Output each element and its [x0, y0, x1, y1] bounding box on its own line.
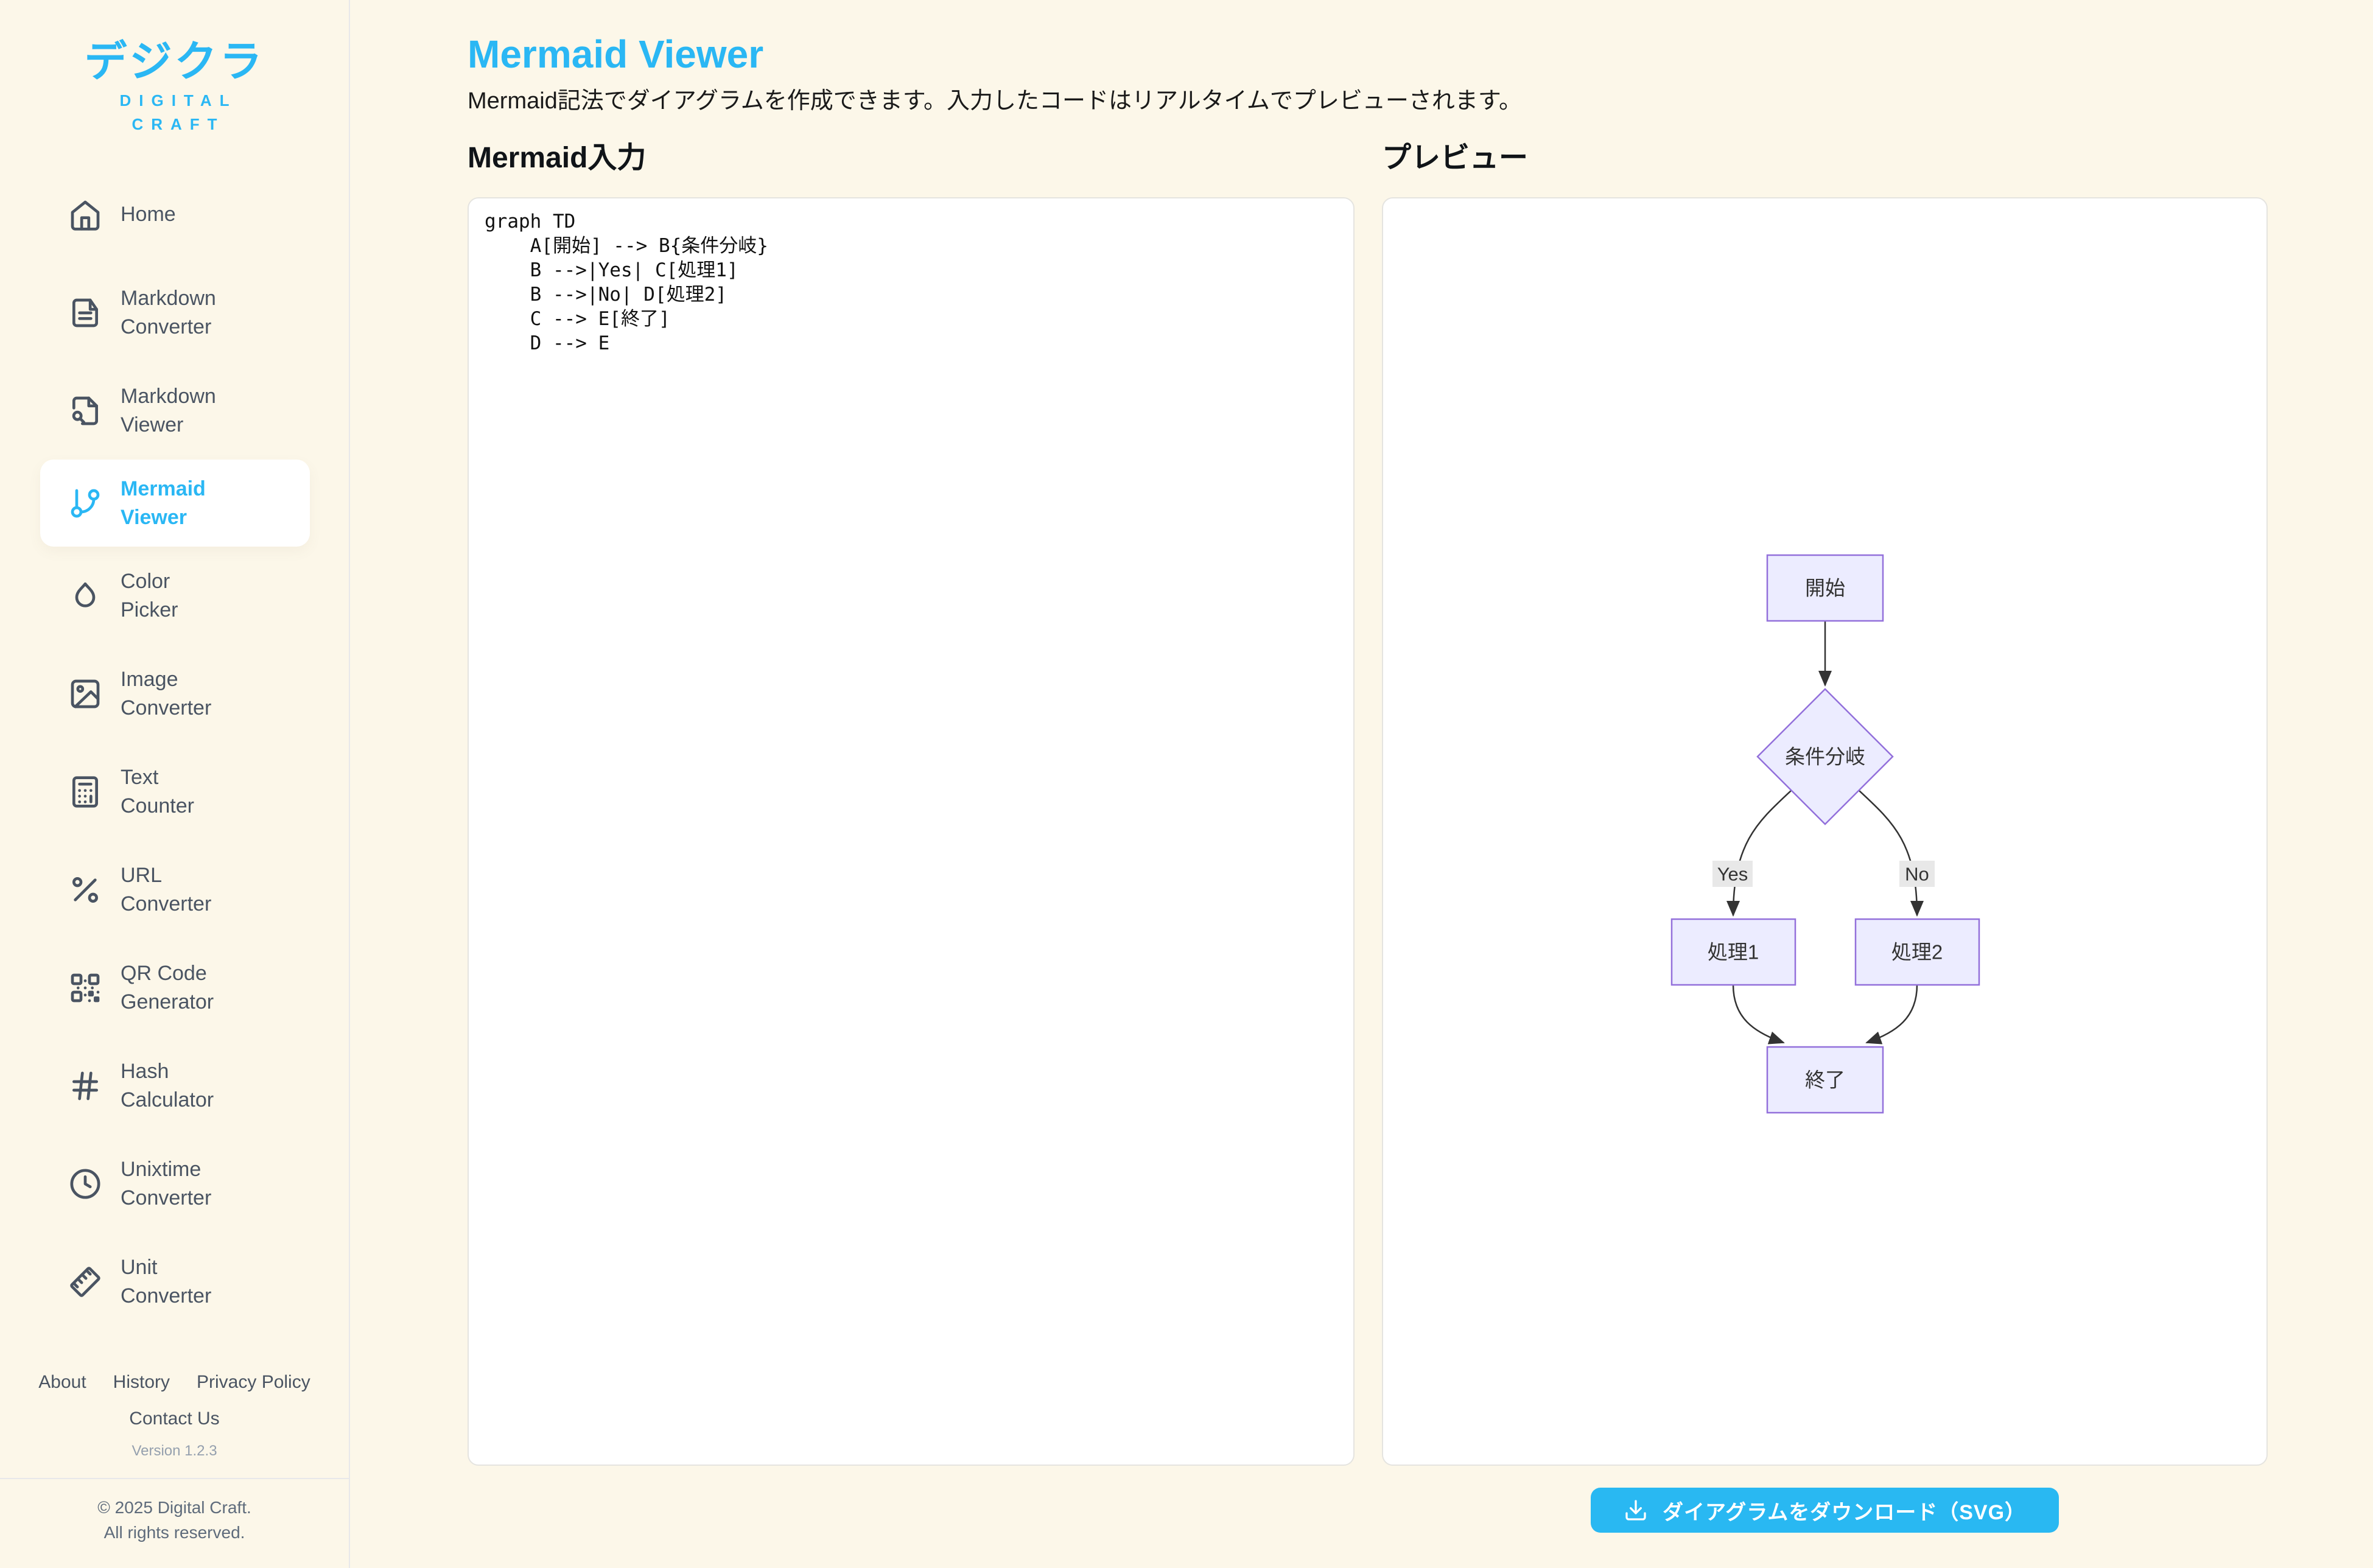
sidebar-item-home[interactable]: Home — [0, 166, 349, 264]
sidebar-item-image-converter[interactable]: Image Converter — [0, 645, 349, 743]
sidebar-item-mermaid-viewer[interactable]: Mermaid Viewer — [40, 460, 310, 547]
sidebar-item-label: Text Counter — [121, 765, 194, 817]
flowchart-node-E: 終了 — [1766, 1046, 1884, 1114]
sidebar-item-qr-code-generator[interactable]: QR Code Generator — [0, 939, 349, 1037]
home-icon — [68, 198, 102, 232]
sidebar-item-label: Unit Converter — [121, 1255, 212, 1307]
sidebar-nav: Home Markdown Converter Markdown Viewer … — [0, 166, 349, 1331]
mermaid-diagram: Yes No 開始 条件分岐 — [1670, 554, 1980, 1114]
copyright-line2: All rights reserved. — [103, 1523, 245, 1542]
copyright: © 2025 Digital Craft. All rights reserve… — [0, 1478, 349, 1568]
download-button-label: ダイアグラムをダウンロード（SVG） — [1662, 1500, 2027, 1524]
flowchart-node-A: 開始 — [1766, 554, 1884, 622]
sidebar-item-label: Image Converter — [121, 667, 212, 719]
edge-label-no: No — [1899, 861, 1935, 887]
hash-icon — [68, 1069, 102, 1103]
qr-code-icon — [68, 971, 102, 1005]
footer-link-privacy-policy[interactable]: Privacy Policy — [197, 1372, 310, 1392]
sidebar-item-label: Markdown Converter — [121, 286, 216, 338]
git-branch-icon — [68, 486, 102, 520]
sidebar-item-label: URL Converter — [121, 863, 212, 915]
sidebar-item-markdown-converter[interactable]: Markdown Converter — [0, 264, 349, 362]
ruler-icon — [68, 1265, 102, 1299]
droplet-icon — [68, 579, 102, 613]
svg-text:終了: 終了 — [1805, 1069, 1845, 1091]
editor-preview-columns: Mermaid入力 graph TD A[開始] --> B{条件分岐} B -… — [468, 141, 2269, 1533]
svg-text:条件分岐: 条件分岐 — [1785, 746, 1865, 768]
edge-B-D — [1858, 790, 1924, 917]
footer-link-contact-us[interactable]: Contact Us — [129, 1409, 220, 1429]
page-description: Mermaid記法でダイアグラムを作成できます。入力したコードはリアルタイムでプ… — [468, 88, 1523, 114]
mermaid-input-section: Mermaid入力 graph TD A[開始] --> B{条件分岐} B -… — [468, 141, 1355, 1533]
sidebar-item-url-converter[interactable]: URL Converter — [0, 841, 349, 939]
calculator-icon — [68, 775, 102, 809]
clock-icon — [68, 1167, 102, 1201]
preview-heading: プレビュー — [1382, 142, 1529, 174]
flowchart-node-C: 処理1 — [1670, 918, 1796, 986]
flowchart-node-B: 条件分岐 — [1756, 688, 1894, 825]
sidebar: デジクラ DIGITAL CRAFT Home Markdown Convert… — [0, 0, 350, 1568]
svg-text:開始: 開始 — [1805, 577, 1845, 600]
file-search-icon — [68, 394, 102, 428]
copyright-line1: © 2025 Digital Craft. — [97, 1498, 251, 1517]
svg-text:処理2: 処理2 — [1891, 941, 1942, 964]
sidebar-item-label: Home — [121, 203, 176, 226]
download-svg-button[interactable]: ダイアグラムをダウンロード（SVG） — [1590, 1488, 2059, 1533]
logo-subtitle-digital: DIGITAL — [119, 91, 237, 110]
footer-links: About History Privacy Policy — [0, 1372, 349, 1393]
svg-text:Yes: Yes — [1717, 864, 1748, 885]
preview-section: プレビュー — [1382, 141, 2268, 1533]
sidebar-item-label: Hash Calculator — [121, 1059, 214, 1111]
edge-B-C — [1726, 790, 1792, 917]
mermaid-code-input[interactable]: graph TD A[開始] --> B{条件分岐} B -->|Yes| C[… — [469, 198, 1353, 1465]
percent-icon — [68, 873, 102, 907]
sidebar-item-label: Unixtime Converter — [121, 1157, 212, 1209]
sidebar-item-unixtime-converter[interactable]: Unixtime Converter — [0, 1135, 349, 1233]
app-version: Version 1.2.3 — [131, 1443, 217, 1459]
edge-C-E — [1732, 984, 1785, 1045]
sidebar-item-label: Color Picker — [121, 569, 178, 621]
app-logo[interactable]: デジクラ DIGITAL CRAFT — [0, 0, 349, 134]
sidebar-item-color-picker[interactable]: Color Picker — [0, 547, 349, 645]
download-button-row: ダイアグラムをダウンロード（SVG） — [1382, 1466, 2268, 1533]
footer-link-history[interactable]: History — [113, 1372, 170, 1392]
file-text-icon — [68, 296, 102, 330]
sidebar-item-unit-converter[interactable]: Unit Converter — [0, 1233, 349, 1331]
sidebar-item-label: QR Code Generator — [121, 961, 214, 1013]
sidebar-footer: About History Privacy Policy Contact Us … — [0, 1372, 349, 1568]
edge-D-E — [1865, 984, 1918, 1045]
sidebar-item-label: Mermaid Viewer — [121, 477, 206, 529]
mermaid-input-panel: graph TD A[開始] --> B{条件分岐} B -->|Yes| C[… — [468, 197, 1355, 1466]
logo-subtitle-craft: CRAFT — [131, 115, 225, 133]
flowchart-edges — [1726, 621, 1924, 1045]
logo-text: デジクラ — [84, 38, 265, 85]
footer-link-about[interactable]: About — [38, 1372, 86, 1392]
edge-label-yes: Yes — [1712, 861, 1753, 887]
sidebar-item-text-counter[interactable]: Text Counter — [0, 743, 349, 841]
sidebar-item-markdown-viewer[interactable]: Markdown Viewer — [0, 362, 349, 460]
image-icon — [68, 677, 102, 711]
sidebar-item-hash-calculator[interactable]: Hash Calculator — [0, 1037, 349, 1135]
main-content: Mermaid Viewer Mermaid記法でダイアグラムを作成できます。入… — [350, 0, 2373, 1568]
flowchart-node-D: 処理2 — [1854, 918, 1980, 986]
svg-text:処理1: 処理1 — [1707, 941, 1758, 964]
sidebar-item-label: Markdown Viewer — [121, 384, 216, 436]
mermaid-input-heading: Mermaid入力 — [468, 142, 647, 174]
svg-text:No: No — [1905, 864, 1929, 885]
page-title: Mermaid Viewer — [468, 32, 764, 76]
download-icon — [1625, 1500, 1646, 1521]
preview-panel: Yes No 開始 条件分岐 — [1382, 197, 2268, 1466]
